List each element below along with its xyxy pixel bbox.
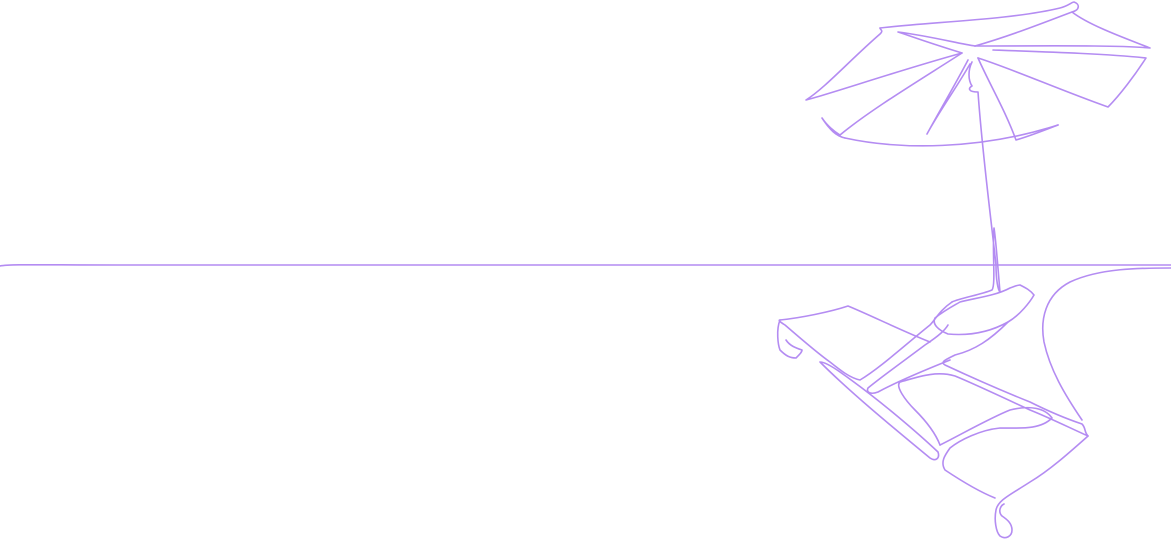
lounger-right-leg <box>994 435 1089 539</box>
lounger-front-leg <box>819 361 940 461</box>
umbrella-pole <box>951 61 1001 303</box>
canopy-top-edge <box>879 1 1080 47</box>
canopy-ribs <box>926 57 1059 141</box>
lounger-backrest <box>778 301 953 381</box>
canopy-right-panel <box>974 11 1151 108</box>
lounger-inner-rail <box>866 324 951 395</box>
canopy-lower-left <box>821 52 963 139</box>
umbrella-canopy <box>805 1 1151 147</box>
sun-lounger <box>776 267 1171 539</box>
lounger-back-leg <box>939 406 1053 499</box>
lounger-frame <box>933 284 1035 336</box>
canopy-left-panel <box>805 27 976 101</box>
horizon-line <box>0 263 1171 267</box>
shore-curve <box>1041 267 1171 421</box>
lounger-left-leg <box>776 319 803 359</box>
canopy-bottom-arc <box>844 124 1059 147</box>
